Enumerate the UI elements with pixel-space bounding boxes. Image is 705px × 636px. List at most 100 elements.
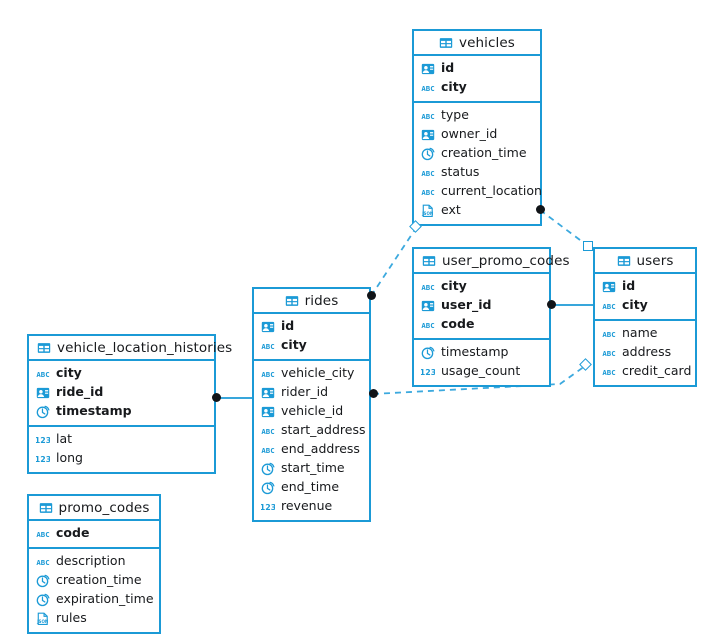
field-name: rider_id (281, 384, 329, 400)
json-document-icon: JSON (36, 612, 50, 626)
id-card-icon (421, 299, 435, 313)
field-row[interactable]: 123 long (29, 449, 214, 468)
field-name: id (281, 318, 295, 334)
field-name: city (622, 297, 648, 313)
field-name: owner_id (441, 126, 498, 142)
table-header[interactable]: rides (254, 289, 369, 314)
table-header[interactable]: vehicle_location_histories (29, 336, 232, 361)
field-row[interactable]: creation_time (29, 571, 159, 590)
field-row[interactable]: ABC description (29, 552, 159, 571)
field-row[interactable]: ABC credit_card (595, 362, 695, 381)
field-row[interactable]: rider_id (254, 383, 369, 402)
table-header[interactable]: promo_codes (29, 496, 159, 521)
field-name: city (281, 337, 307, 353)
field-row[interactable]: expiration_time (29, 590, 159, 609)
field-row[interactable]: 123lat (29, 430, 214, 449)
table-icon (39, 501, 53, 515)
key-field-row[interactable]: id (414, 59, 540, 78)
field-name: usage_count (441, 363, 521, 379)
edge-rides-vehicles (370, 227, 417, 297)
id-card-icon (421, 62, 435, 76)
field-row[interactable]: creation_time (414, 144, 540, 163)
clock-icon (36, 405, 50, 419)
key-field-row[interactable]: id (595, 277, 695, 296)
key-field-row[interactable]: ABC city (595, 296, 695, 315)
endpoint-diamond-users-creditcard (579, 358, 592, 371)
endpoint-dot-userpromocodes-right (547, 300, 556, 309)
key-field-row[interactable]: user_id (414, 296, 549, 315)
svg-text:123: 123 (36, 455, 50, 464)
svg-text:ABC: ABC (602, 301, 615, 310)
abc-string-icon: ABC (261, 339, 275, 353)
field-name: status (441, 164, 480, 180)
field-row[interactable]: end_time (254, 478, 369, 497)
table-header[interactable]: user_promo_codes (414, 249, 570, 274)
table-icon (617, 254, 631, 268)
key-field-row[interactable]: timestamp (29, 402, 214, 421)
id-card-icon (261, 405, 275, 419)
table-icon (37, 341, 51, 355)
column-section: timestamp 123 usage_count (414, 340, 549, 385)
svg-text:ABC: ABC (602, 348, 615, 357)
table-header[interactable]: vehicles (414, 31, 540, 56)
field-name: timestamp (56, 403, 132, 419)
svg-text:123: 123 (421, 368, 435, 377)
field-row[interactable]: vehicle_id (254, 402, 369, 421)
table-header[interactable]: users (595, 249, 695, 274)
123-number-icon: 123 (36, 433, 50, 447)
svg-text:ABC: ABC (602, 367, 615, 376)
svg-text:JSON: JSON (36, 619, 48, 624)
table-name: vehicle_location_histories (57, 339, 233, 356)
field-row[interactable]: start_time (254, 459, 369, 478)
field-name: description (56, 553, 126, 569)
field-name: long (56, 450, 83, 466)
abc-string-icon: ABC (36, 527, 50, 541)
key-field-row[interactable]: ABC city (254, 336, 369, 355)
table-icon (285, 294, 299, 308)
field-row[interactable]: timestamp (414, 343, 549, 362)
field-row[interactable]: 123revenue (254, 497, 369, 516)
svg-text:ABC: ABC (261, 369, 274, 378)
abc-string-icon: ABC (36, 555, 50, 569)
key-field-row[interactable]: id (254, 317, 369, 336)
abc-string-icon: ABC (261, 367, 275, 381)
123-number-icon: 123 (261, 500, 275, 514)
key-field-row[interactable]: ride_id (29, 383, 214, 402)
123-number-icon: 123 (421, 365, 435, 379)
id-card-icon (36, 386, 50, 400)
field-name: ride_id (56, 384, 104, 400)
svg-text:ABC: ABC (602, 329, 615, 338)
svg-text:123: 123 (36, 436, 50, 445)
field-name: vehicle_id (281, 403, 344, 419)
field-row[interactable]: 123 usage_count (414, 362, 549, 381)
field-name: credit_card (622, 363, 692, 379)
svg-text:ABC: ABC (261, 426, 274, 435)
field-name: code (441, 316, 475, 332)
field-row[interactable]: owner_id (414, 125, 540, 144)
